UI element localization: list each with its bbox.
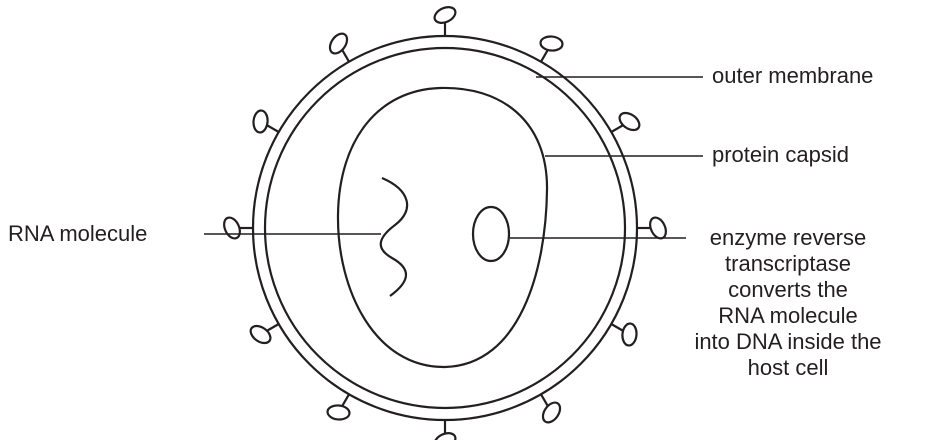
spike-head <box>253 110 269 133</box>
protein-capsid-shape <box>338 88 547 367</box>
spike-head <box>248 322 274 346</box>
enzyme-label-line: into DNA inside the <box>643 329 933 355</box>
rna-molecule-label: RNA molecule <box>8 221 147 247</box>
enzyme-label: enzyme reverse transcriptase converts th… <box>643 225 933 381</box>
spike-head <box>540 36 563 52</box>
spike-head <box>432 4 458 26</box>
spike-head <box>326 31 350 57</box>
enzyme-label-line: enzyme reverse <box>643 225 933 251</box>
spike-stalk <box>342 394 349 406</box>
enzyme-label-line: host cell <box>643 355 933 381</box>
spike-stalk <box>541 50 548 62</box>
spike-stalk <box>267 125 279 132</box>
protein-capsid-label: protein capsid <box>712 142 849 168</box>
spike-stalk <box>342 50 349 62</box>
outer-membrane-label: outer membrane <box>712 63 873 89</box>
outer-membrane-outer-ring <box>253 36 637 420</box>
outer-membrane-inner-ring <box>265 48 625 408</box>
enzyme-label-line: transcriptase <box>643 251 933 277</box>
rna-molecule-strand <box>381 178 407 296</box>
spike-head <box>539 399 563 425</box>
spike-stalk <box>611 324 623 331</box>
spike-head <box>622 323 638 346</box>
spike-stalk <box>541 394 548 406</box>
spike-stalk <box>611 125 623 132</box>
spike-head <box>327 405 350 421</box>
enzyme-oval <box>473 207 509 261</box>
enzyme-label-line: converts the <box>643 277 933 303</box>
spike-head <box>616 109 642 133</box>
enzyme-label-line: RNA molecule <box>643 303 933 329</box>
spike-stalk <box>267 324 279 331</box>
surface-spikes <box>221 4 669 440</box>
spike-head <box>221 215 243 241</box>
